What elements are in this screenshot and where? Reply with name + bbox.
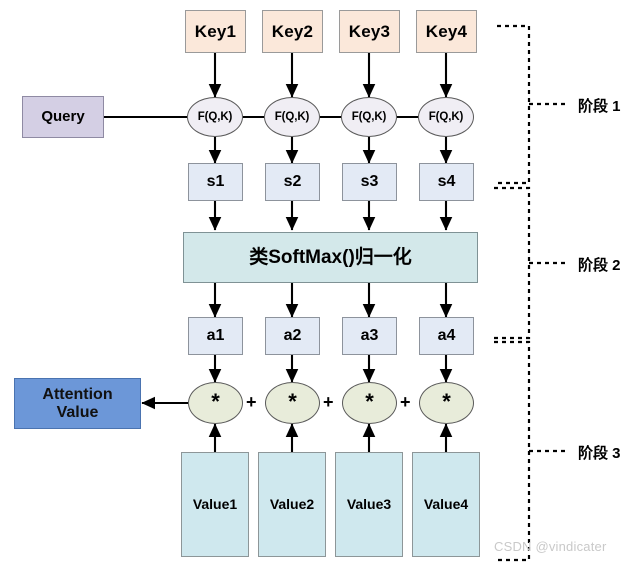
value-box-3[interactable]: Value3 bbox=[335, 452, 403, 557]
weight-box-2[interactable]: a2 bbox=[265, 317, 320, 355]
similarity-function-2-label: F(Q,K) bbox=[274, 111, 310, 123]
weight-box-3[interactable]: a3 bbox=[342, 317, 397, 355]
add-operator-2: + bbox=[323, 392, 334, 412]
value-box-1[interactable]: Value1 bbox=[181, 452, 249, 557]
weight-box-1[interactable]: a1 bbox=[188, 317, 243, 355]
stage-label-1: 阶段 1 bbox=[578, 98, 621, 115]
attention-value-box[interactable]: Attention Value bbox=[14, 378, 141, 429]
stage-label-2: 阶段 2 bbox=[578, 257, 621, 274]
key-box-1-label: Key1 bbox=[194, 21, 237, 41]
softmax-box[interactable]: 类SoftMax()归一化 bbox=[183, 232, 478, 283]
key-box-2[interactable]: Key2 bbox=[262, 10, 323, 53]
score-box-2[interactable]: s2 bbox=[265, 163, 320, 201]
key-box-1[interactable]: Key1 bbox=[185, 10, 246, 53]
weight-box-2-label: a2 bbox=[283, 327, 302, 345]
weight-box-1-label: a1 bbox=[206, 327, 225, 345]
key-box-2-label: Key2 bbox=[271, 21, 314, 41]
value-box-4[interactable]: Value4 bbox=[412, 452, 480, 557]
attention-value-line-2: Value bbox=[56, 403, 99, 421]
score-box-3[interactable]: s3 bbox=[342, 163, 397, 201]
similarity-function-1[interactable]: F(Q,K) bbox=[187, 97, 243, 137]
key-box-4[interactable]: Key4 bbox=[416, 10, 477, 53]
score-box-3-label: s3 bbox=[360, 173, 379, 191]
similarity-function-4[interactable]: F(Q,K) bbox=[418, 97, 474, 137]
score-box-1[interactable]: s1 bbox=[188, 163, 243, 201]
score-box-2-label: s2 bbox=[283, 173, 302, 191]
key-box-3-label: Key3 bbox=[348, 21, 391, 41]
weight-box-4[interactable]: a4 bbox=[419, 317, 474, 355]
multiply-node-3[interactable]: * bbox=[342, 382, 397, 424]
multiply-node-2[interactable]: * bbox=[265, 382, 320, 424]
key-box-3[interactable]: Key3 bbox=[339, 10, 400, 53]
key-box-4-label: Key4 bbox=[425, 21, 468, 41]
value-box-4-label: Value4 bbox=[423, 495, 469, 512]
value-box-2-label: Value2 bbox=[269, 495, 315, 512]
similarity-function-3[interactable]: F(Q,K) bbox=[341, 97, 397, 137]
value-box-3-label: Value3 bbox=[346, 495, 392, 512]
score-box-4[interactable]: s4 bbox=[419, 163, 474, 201]
value-box-1-label: Value1 bbox=[192, 495, 238, 512]
similarity-function-3-label: F(Q,K) bbox=[351, 111, 387, 123]
attention-value-line-1: Attention bbox=[42, 385, 113, 403]
similarity-function-1-label: F(Q,K) bbox=[197, 111, 233, 123]
softmax-box-label: 类SoftMax()归一化 bbox=[249, 246, 412, 268]
multiply-node-1[interactable]: * bbox=[188, 382, 243, 424]
add-operator-1: + bbox=[246, 392, 257, 412]
add-operator-3: + bbox=[400, 392, 411, 412]
score-box-1-label: s1 bbox=[206, 173, 225, 191]
value-box-2[interactable]: Value2 bbox=[258, 452, 326, 557]
similarity-function-4-label: F(Q,K) bbox=[428, 111, 464, 123]
stage-label-3: 阶段 3 bbox=[578, 445, 621, 462]
multiply-node-4[interactable]: * bbox=[419, 382, 474, 424]
score-box-4-label: s4 bbox=[437, 173, 456, 191]
weight-box-4-label: a4 bbox=[437, 327, 456, 345]
similarity-function-2[interactable]: F(Q,K) bbox=[264, 97, 320, 137]
query-box[interactable]: Query bbox=[22, 96, 104, 138]
watermark: CSDN @vindicater bbox=[494, 539, 607, 554]
query-box-label: Query bbox=[41, 107, 85, 125]
weight-box-3-label: a3 bbox=[360, 327, 379, 345]
